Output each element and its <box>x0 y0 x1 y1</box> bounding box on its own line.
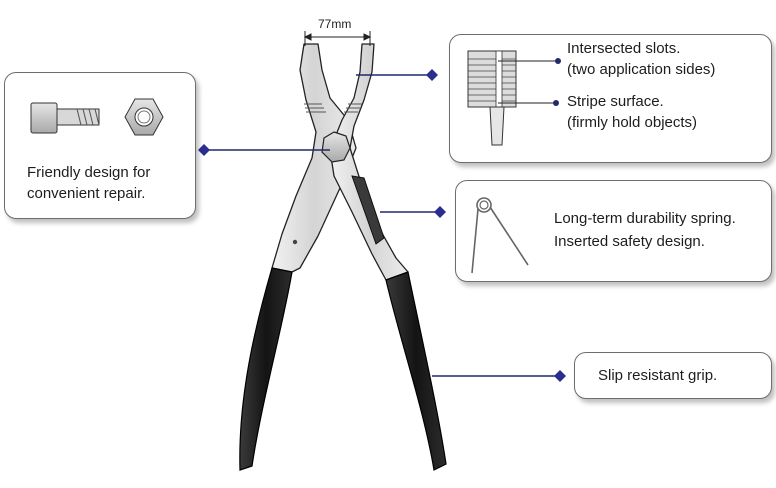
spring-line-1: Long-term durability spring. <box>554 210 736 227</box>
jaw-teeth <box>304 103 362 113</box>
slots-line-1: Intersected slots. <box>567 40 681 57</box>
stripe-lines <box>468 58 516 102</box>
dimension-label: 77mm <box>318 17 352 31</box>
bolt-icon <box>30 102 100 134</box>
nut-icon <box>124 98 164 136</box>
spring-icon <box>471 197 529 274</box>
jaw-slot-illustration <box>467 50 517 146</box>
leader-lines <box>204 74 560 377</box>
slip-joint-slot <box>351 175 385 245</box>
spring-line-2: Inserted safety design. <box>554 233 705 250</box>
repair-line-1: Friendly design for <box>27 164 151 181</box>
dimension-marker <box>303 31 372 46</box>
left-handle-grip <box>239 267 293 471</box>
stripe-line-1: Stripe surface. <box>567 93 664 110</box>
pivot-hex-nut <box>321 131 351 163</box>
jaw-detail-callout: Intersected slots. (two application side… <box>449 34 772 163</box>
repair-line-2: convenient repair. <box>27 185 146 202</box>
pliers <box>239 43 447 471</box>
slots-line-2: (two application sides) <box>567 61 716 78</box>
grip-callout: Slip resistant grip. <box>574 352 772 399</box>
repair-callout: Friendly design for convenient repair. <box>4 72 196 219</box>
jaw-pointer-lines <box>498 58 561 106</box>
rivet-hole <box>292 239 298 245</box>
pliers-right-arm <box>329 43 409 281</box>
spring-callout: Long-term durability spring. Inserted sa… <box>455 180 772 282</box>
stripe-line-2: (firmly hold objects) <box>567 114 698 131</box>
pliers-left-arm <box>271 43 357 273</box>
leader-markers <box>198 69 566 382</box>
grip-label: Slip resistant grip. <box>598 367 718 384</box>
right-handle-grip <box>385 271 447 471</box>
bolt-and-nut-illustration <box>30 98 164 136</box>
